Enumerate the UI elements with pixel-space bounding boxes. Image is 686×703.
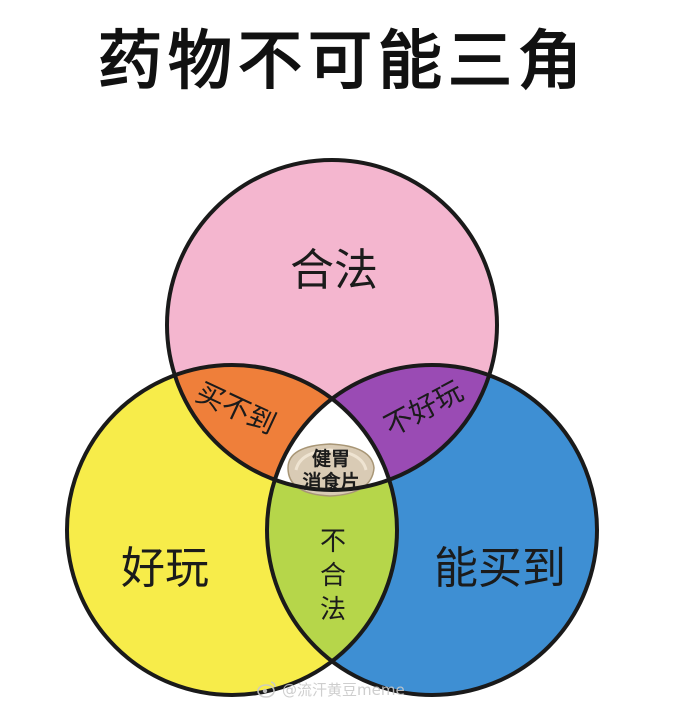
watermark: @流汗黄豆meme xyxy=(256,678,405,700)
label-available: 能买到 xyxy=(434,543,566,594)
label-center-line1: 健胃 xyxy=(312,447,350,470)
label-fun: 好玩 xyxy=(121,543,209,594)
label-fun-available-char-1: 不 xyxy=(320,527,346,557)
watermark-text: @流汗黄豆meme xyxy=(282,680,405,699)
weibo-icon xyxy=(256,678,278,700)
outline-available xyxy=(265,363,599,697)
outline-fun xyxy=(65,363,399,697)
label-center-line2: 消食片 xyxy=(302,470,359,493)
page-title: 药物不可能三角 xyxy=(98,25,588,99)
pill-icon xyxy=(287,443,375,497)
label-fun-available: 不 合 法 xyxy=(320,527,346,625)
label-fun-available-char-2: 合 xyxy=(320,561,346,591)
label-fun-available-char-3: 法 xyxy=(320,595,346,625)
outline-legal xyxy=(165,158,499,492)
label-legal: 合法 xyxy=(290,245,378,296)
